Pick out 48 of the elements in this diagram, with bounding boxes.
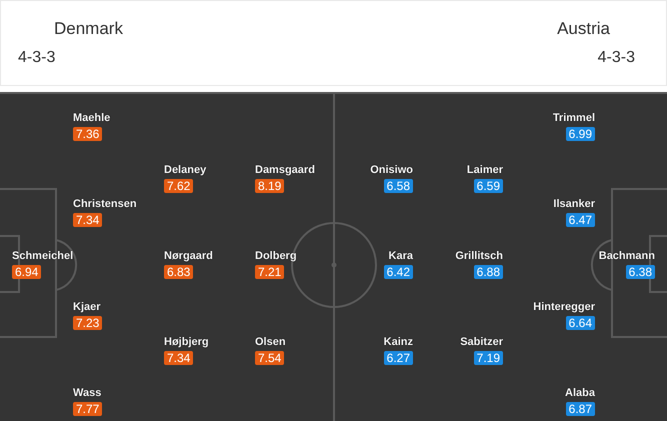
rating-badge: 6.47	[566, 213, 595, 227]
player-name: Kainz	[384, 336, 413, 349]
rating-badge: 7.34	[73, 213, 102, 227]
player-name: Ilsanker	[553, 198, 595, 211]
player-name: Alaba	[565, 387, 595, 400]
rating-badge: 6.64	[566, 316, 595, 330]
rating-badge: 6.99	[566, 127, 595, 141]
rating-badge: 6.87	[566, 402, 595, 416]
player-name: Maehle	[73, 112, 110, 125]
player-name: Hinteregger	[533, 301, 595, 314]
rating-badge: 6.88	[474, 265, 503, 279]
player-name: Sabitzer	[460, 336, 503, 349]
player-name: Trimmel	[552, 112, 595, 125]
rating-badge: 7.19	[474, 351, 503, 365]
rating-badge: 8.19	[255, 179, 284, 193]
rating-badge: 7.62	[164, 179, 194, 193]
team-name: Austria	[557, 19, 610, 39]
player-name: Dolberg	[255, 250, 297, 263]
rating-badge: 7.34	[164, 351, 194, 365]
player-name: Wass	[73, 387, 102, 400]
rating-badge: 6.38	[626, 265, 655, 279]
player-name: Delaney	[164, 164, 206, 177]
rating-badge: 6.58	[384, 179, 413, 193]
rating-badge: 7.36	[73, 127, 102, 141]
rating-badge: 7.21	[255, 265, 284, 279]
rating-badge: 7.23	[73, 316, 102, 330]
team-name: Denmark	[54, 19, 123, 39]
rating-badge: 7.77	[73, 402, 102, 416]
player-name: Schmeichel	[12, 250, 74, 263]
player-name: Kara	[388, 250, 413, 263]
player-name: Bachmann	[598, 250, 655, 263]
player-name: Laimer	[466, 164, 503, 177]
player-name: Olsen	[255, 336, 286, 349]
player-name: Christensen	[73, 198, 137, 211]
rating-badge: 6.59	[474, 179, 503, 193]
player-name: Nørgaard	[164, 250, 213, 263]
player-name: Grillitsch	[455, 250, 503, 263]
rating-badge: 6.42	[384, 265, 413, 279]
rating-badge: 6.94	[12, 265, 42, 279]
formation: 4-3-3	[598, 48, 635, 68]
rating-badge: 6.27	[384, 351, 413, 365]
player-name: Højbjerg	[164, 336, 209, 349]
rating-badge: 6.83	[164, 265, 194, 279]
formation: 4-3-3	[18, 48, 56, 68]
rating-badge: 7.54	[255, 351, 284, 365]
player-name: Kjaer	[73, 301, 101, 314]
player-name: Onisiwo	[370, 164, 413, 177]
player-name: Damsgaard	[255, 164, 315, 177]
